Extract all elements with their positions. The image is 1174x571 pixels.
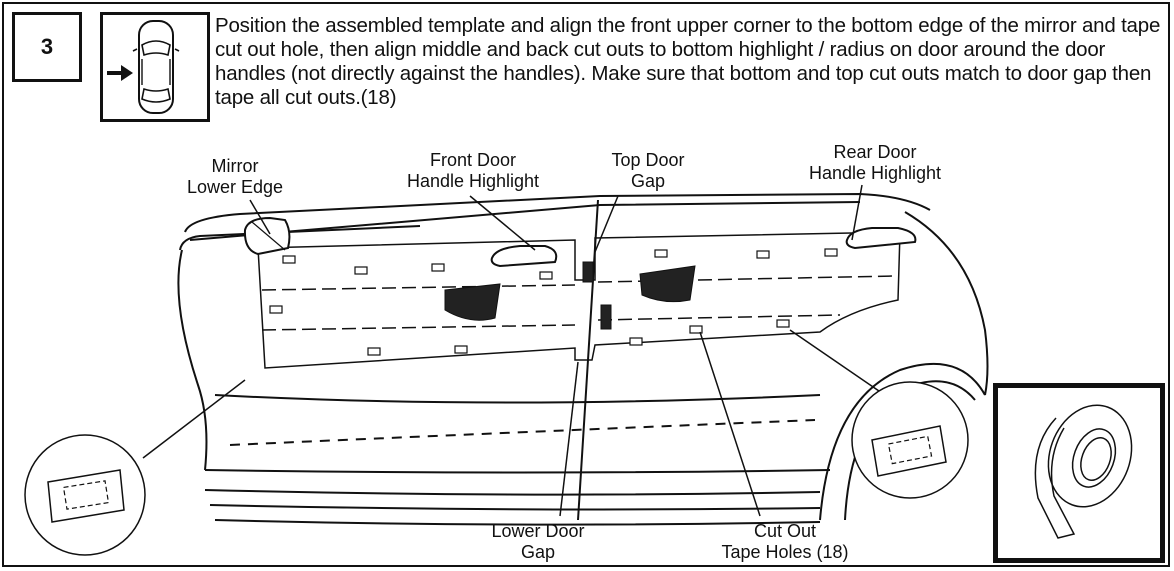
tape-roll-icon — [1034, 404, 1133, 539]
instruction-text: Position the assembled template and alig… — [215, 14, 1161, 109]
taped-cutout-detail-icon — [24, 434, 146, 556]
arrow-right-icon — [107, 65, 133, 81]
car-position-box — [100, 12, 210, 122]
step-number: 3 — [12, 12, 82, 82]
tape-roll-box — [993, 383, 1165, 563]
taped-cutout-detail-icon — [851, 381, 969, 499]
car-top-view-icon — [132, 20, 180, 114]
